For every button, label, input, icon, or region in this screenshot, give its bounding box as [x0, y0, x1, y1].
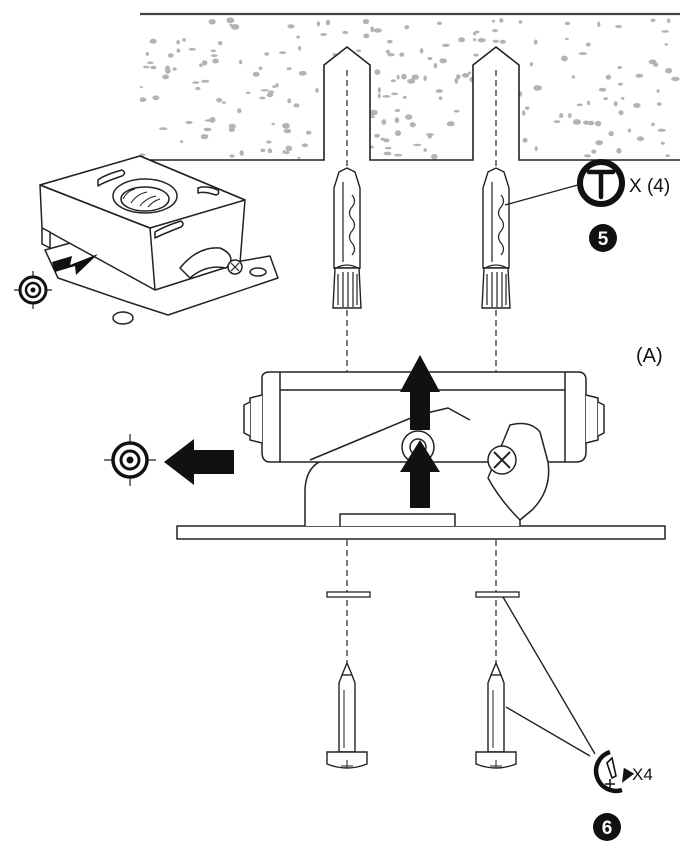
target-icon — [104, 434, 156, 486]
washers — [326, 591, 520, 598]
arrow-icon — [164, 439, 234, 485]
inset-latch — [179, 247, 232, 279]
arrow-icon — [400, 355, 440, 430]
step-5-number: 5 — [598, 229, 609, 250]
lift-arrows — [400, 355, 440, 508]
washer — [475, 591, 520, 598]
inset-target-icon — [14, 271, 52, 309]
left-knob — [249, 394, 263, 444]
hammer-icon — [577, 159, 625, 207]
view-label: (A) — [636, 345, 663, 367]
callout-leader — [502, 596, 596, 755]
step-6-number: 6 — [602, 818, 613, 839]
screw — [475, 661, 517, 769]
callout-leader — [505, 706, 591, 757]
washer — [326, 591, 371, 598]
wall-anchor — [332, 167, 362, 309]
base-plate — [176, 525, 666, 540]
screwdriver-rotate-icon — [593, 749, 635, 794]
screw-quantity: X4 — [632, 765, 653, 784]
anchor-callout: X (4) 5 — [504, 159, 670, 252]
inset-removal-arrow — [52, 254, 98, 275]
anchor-quantity: X (4) — [629, 176, 670, 197]
alignment-guides — [346, 70, 497, 665]
callout-leader — [504, 182, 586, 206]
mounting-bracket — [176, 371, 666, 540]
step-6-badge: 6 — [593, 813, 621, 841]
arrow-icon — [400, 440, 440, 508]
inset-slot — [154, 220, 184, 239]
screw — [326, 661, 368, 769]
inset-base-hole — [249, 267, 267, 277]
inset-base-hole — [112, 311, 134, 325]
ceiling-drilled-holes — [140, 45, 680, 161]
ceiling-section — [140, 12, 680, 161]
inset-bracket-view — [39, 155, 279, 325]
inset-slot — [197, 186, 220, 196]
step-5-badge: 5 — [589, 224, 617, 252]
wall-anchor — [481, 167, 511, 309]
right-knob — [585, 394, 599, 444]
ceiling-texture — [140, 17, 680, 160]
screw-callout: X4 6 — [502, 596, 653, 841]
inset-slot — [97, 169, 126, 187]
